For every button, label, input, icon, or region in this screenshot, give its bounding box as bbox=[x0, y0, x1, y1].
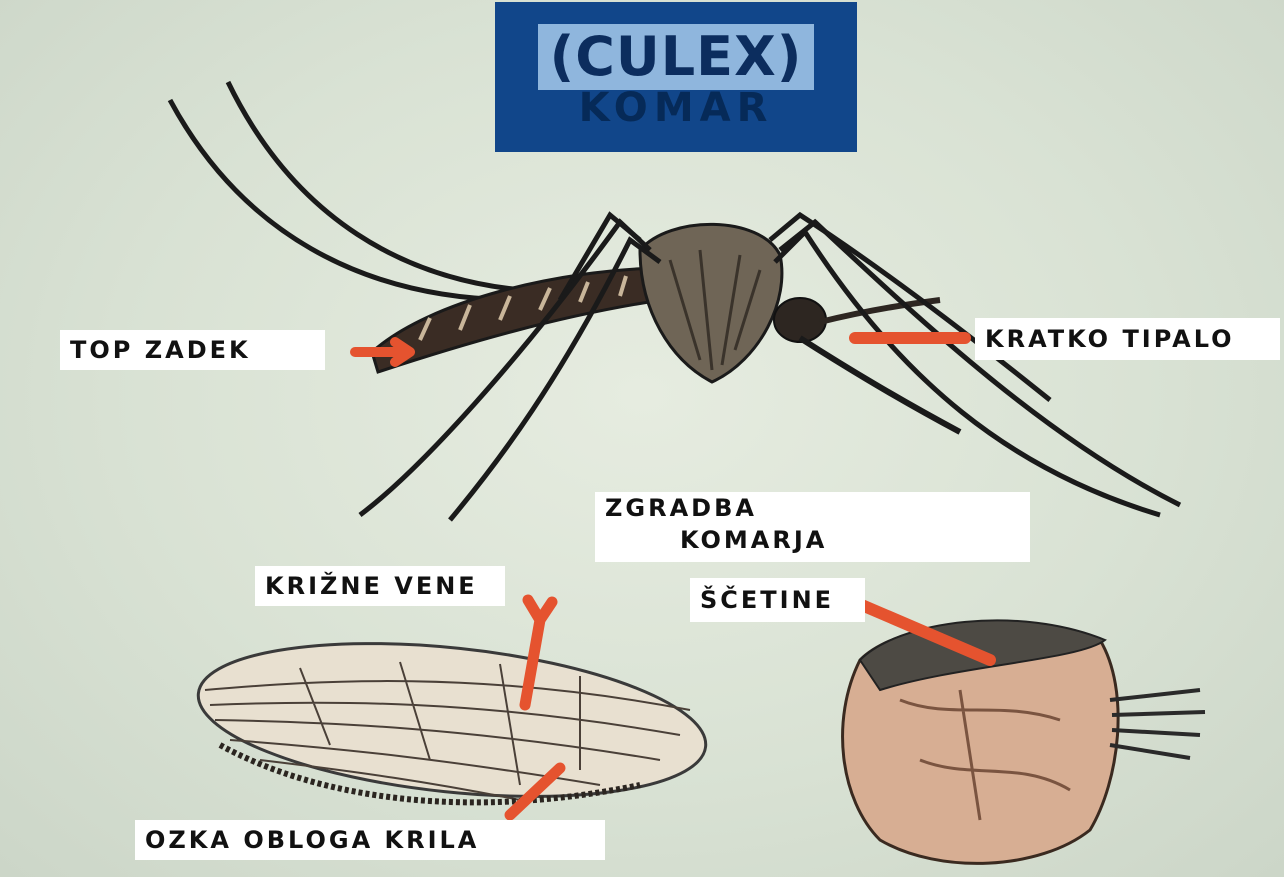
label-krizne-vene: KRIŽNE VENE bbox=[255, 566, 505, 606]
label-ozka-obloga-krila: OZKA OBLOGA KRILA bbox=[135, 820, 605, 860]
leg-mid-left bbox=[360, 222, 650, 515]
title-culex: (CULEX) bbox=[538, 24, 815, 90]
mosquito-head bbox=[774, 298, 826, 342]
head-closeup-bristles bbox=[1110, 690, 1205, 758]
label-zgradba-line1: ZGRADBA bbox=[605, 492, 1020, 524]
mosquito-proboscis bbox=[800, 338, 960, 432]
label-scetine: ŠČETINE bbox=[690, 578, 865, 622]
title-panel: (CULEX) KOMAR bbox=[495, 2, 857, 152]
label-top-zadek: TOP ZADEK bbox=[60, 330, 325, 370]
mosquito-wing bbox=[191, 622, 713, 819]
leg-hind-right bbox=[775, 232, 1160, 515]
leg-upper-left-1 bbox=[170, 100, 520, 300]
label-zgradba-line2: KOMARJA bbox=[605, 524, 1020, 556]
label-zgradba-komarja: ZGRADBA KOMARJA bbox=[595, 492, 1030, 562]
label-kratko-tipalo: KRATKO TIPALO bbox=[975, 318, 1280, 360]
title-komar: KOMAR bbox=[495, 86, 857, 130]
